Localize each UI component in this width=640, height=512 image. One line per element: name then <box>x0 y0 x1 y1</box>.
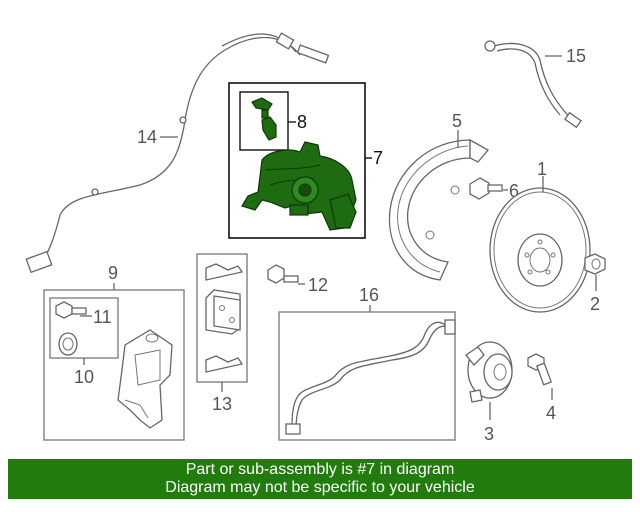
callout-14: 14 <box>137 127 157 147</box>
callout-2: 2 <box>590 294 600 314</box>
callout-11: 11 <box>93 307 112 327</box>
nut-part-2[interactable] <box>584 253 606 275</box>
callout-1: 1 <box>537 159 547 179</box>
brake-caliper-part-7[interactable] <box>241 141 357 231</box>
callout-16: 16 <box>359 285 379 305</box>
bracket-group-box <box>43 289 185 441</box>
callout-13: 13 <box>212 394 232 414</box>
brake-line-part-16[interactable] <box>285 319 456 435</box>
wheel-hub-part-3[interactable] <box>465 341 513 403</box>
bolt-part-12[interactable] <box>267 264 299 284</box>
callout-12: 12 <box>308 275 328 295</box>
banner-line-1: Part or sub-assembly is #7 in diagram <box>185 461 455 478</box>
bolt-part-6[interactable] <box>469 177 503 200</box>
callout-6: 6 <box>509 181 519 201</box>
callout-7: 7 <box>373 148 383 168</box>
dust-shield-part-5[interactable] <box>388 138 490 281</box>
guide-boot-part[interactable] <box>58 332 78 356</box>
bleeder-kit-box <box>239 91 289 151</box>
caliper-group-box <box>228 82 366 239</box>
callout-10: 10 <box>74 367 94 387</box>
brake-line-group-box <box>278 311 456 441</box>
brake-pads-part-13[interactable] <box>205 263 244 373</box>
brake-rotor-part-1[interactable] <box>489 187 591 313</box>
guide-pin-bolt-part-11[interactable] <box>55 301 87 319</box>
callout-9: 9 <box>108 263 118 283</box>
callout-3: 3 <box>484 424 494 444</box>
hub-bolt-part-4[interactable] <box>527 353 553 386</box>
vehicle-fit-banner: Part or sub-assembly is #7 in diagram Di… <box>8 459 632 499</box>
brake-hose-part-15[interactable] <box>484 40 582 129</box>
bleeder-screw-part-8[interactable] <box>251 97 277 141</box>
callout-15: 15 <box>566 46 586 66</box>
callout-8: 8 <box>297 112 307 132</box>
caliper-bracket[interactable] <box>117 329 173 429</box>
callout-4: 4 <box>546 403 556 423</box>
abs-sensor-wire-part-14[interactable] <box>25 32 330 274</box>
banner-line-2: Diagram may not be specific to your vehi… <box>165 479 475 496</box>
callout-5: 5 <box>452 111 462 131</box>
